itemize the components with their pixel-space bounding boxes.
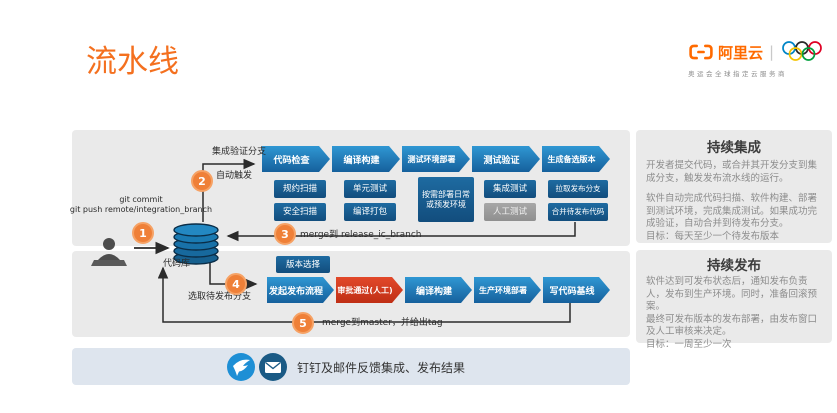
subtask-convention-scan: 规约扫描 [274, 180, 326, 198]
ci-info-paragraph-1: 开发者提交代码，或合并其开发分支到集成分支，触发发布流水线的运行。 [646, 160, 818, 184]
cd-info-paragraph-2: 最终可发布版本的发布部署，由发布窗口及人工审核来决定。 [646, 313, 818, 338]
cd-stage-start-release: 发起发布流程 [267, 277, 334, 303]
cd-info-panel: 持续发布 软件达到可发布状态后，通知发布负责人，发布到生产环境。同时，准备回滚预… [636, 250, 832, 350]
logo-tagline: 奥运会全球指定云服务商 [688, 70, 787, 78]
ci-stage-build: 编译构建 [332, 146, 400, 172]
git-commands: git commit git push remote/integration_b… [66, 195, 216, 215]
subtask-merge-release-code: 合并待发布代码 [548, 203, 608, 221]
subtask-unit-test: 单元测试 [344, 180, 396, 198]
step-badge-3: 3 [274, 223, 296, 245]
alicloud-brand: 阿里云 [718, 43, 764, 62]
dingtalk-icon [227, 353, 255, 381]
alicloud-bracket-icon [689, 44, 713, 60]
ci-stage-test-verify: 测试验证 [472, 146, 540, 172]
page-title: 流水线 [86, 44, 179, 80]
step-badge-5: 5 [292, 312, 314, 334]
ci-info-panel: 持续集成 开发者提交代码，或合并其开发分支到集成分支，触发发布流水线的运行。 软… [636, 130, 832, 243]
ci-merge-label: merge到 release_ic_branch [300, 230, 422, 240]
subtask-compile-package: 编译打包 [344, 203, 396, 221]
ci-info-paragraph-2: 软件自动完成代码扫描、软件构建、部署到测试环境，完成集成测试。如果成功完成验证，… [646, 193, 818, 229]
subtask-integration-test: 集成测试 [484, 180, 536, 198]
ci-stage-test-env-deploy: 测试环境部署 [402, 146, 470, 172]
cd-select-branch-label: 选取待发布分支 [188, 292, 252, 302]
footer-label: 钉钉及邮件反馈集成、发布结果 [297, 361, 466, 375]
cd-stage-code-baseline: 写代码基线 [543, 277, 610, 303]
ci-branch-label: 集成验证分支 [212, 147, 267, 157]
footer-bar [72, 348, 630, 385]
cd-info-title: 持续发布 [707, 258, 761, 274]
cd-merge-label: merge到master，并给出tag [322, 318, 443, 328]
subtask-deploy-env: 按需部署日常或预发环境 [418, 177, 474, 222]
cd-info-goal: 目标：一周至少一次 [646, 338, 732, 350]
step-badge-1: 1 [132, 222, 154, 244]
cd-info-paragraph-1: 软件达到可发布状态后，通知发布负责人，发布到生产环境。同时，准备回滚预案。 [646, 276, 818, 312]
developer-icon [91, 238, 127, 266]
repo-label: 代码库 [163, 259, 191, 269]
mail-icon [259, 353, 287, 381]
ci-info-title: 持续集成 [707, 140, 761, 156]
logo-separator: | [769, 43, 775, 61]
alicloud-logo: 阿里云 | 奥运会全球指定云服务商 [688, 40, 833, 78]
ci-trigger-label: 自动触发 [216, 171, 253, 181]
cd-stage-approval: 审批通过(人工) [336, 277, 403, 303]
git-command-line2: git push remote/integration_branch [69, 205, 213, 214]
git-command-line1: git commit [119, 195, 163, 204]
code-repo-cylinder [173, 223, 219, 265]
subtask-security-scan: 安全扫描 [274, 203, 326, 221]
cd-stage-prod-deploy: 生产环境部署 [474, 277, 541, 303]
ci-stage-code-check: 代码检查 [262, 146, 330, 172]
subtask-manual-test: 人工测试 [484, 203, 536, 221]
olympic-rings-icon [782, 41, 822, 61]
step-badge-2: 2 [191, 170, 213, 192]
ci-info-goal: 目标：每天至少一个待发布版本 [646, 230, 780, 242]
ci-stage-candidate-version: 生成备选版本 [542, 146, 610, 172]
subtask-pull-release-branch: 拉取发布分支 [548, 180, 608, 198]
step-badge-4: 4 [225, 273, 247, 295]
cd-stage-build: 编译构建 [405, 277, 472, 303]
version-select-box: 版本选择 [276, 256, 330, 273]
